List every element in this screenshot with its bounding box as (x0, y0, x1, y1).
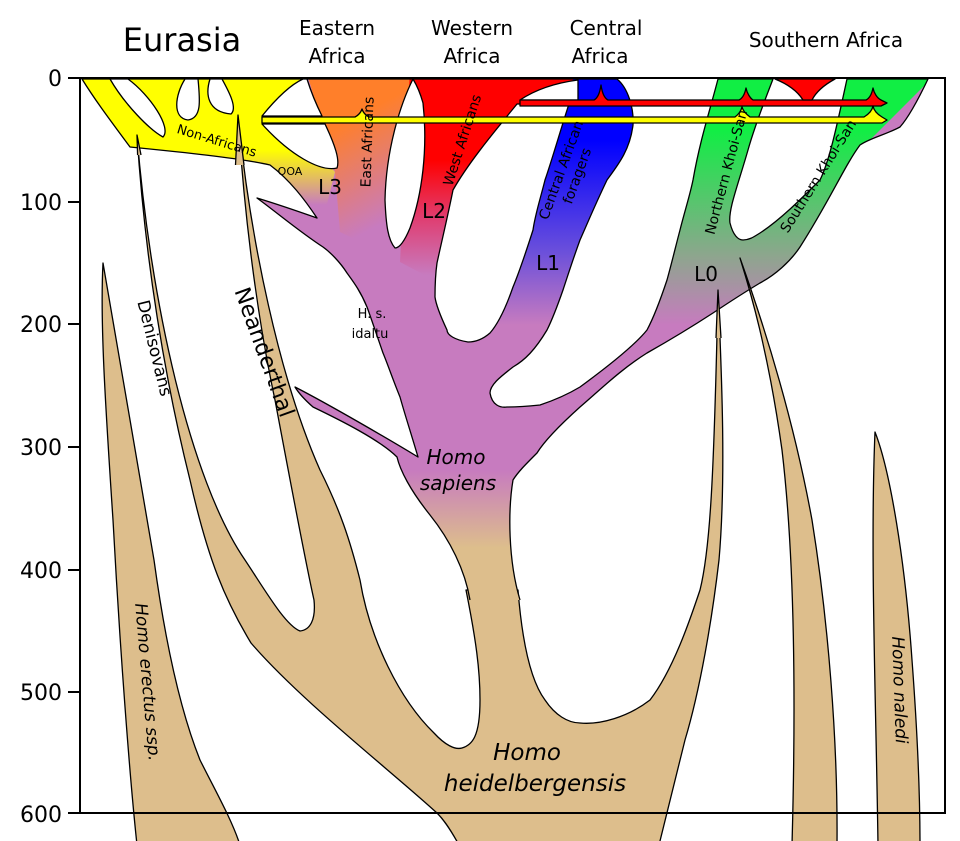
label-idaltu-2: idaltu (352, 327, 389, 342)
homo-naledi-shape (872, 431, 921, 841)
southern-archaic-lineage-shape (739, 257, 838, 841)
label-l1: L1 (536, 251, 560, 275)
tick-label: 300 (20, 436, 62, 461)
label-east-africans: East Africans (358, 96, 377, 187)
y-axis-labels: 0 100 200 300 400 500 600 (20, 67, 62, 828)
header-southern-africa: Southern Africa (749, 28, 903, 52)
homo-erectus-shape (101, 262, 240, 841)
label-l3: L3 (318, 175, 342, 199)
label-homo-sapiens: Homo (427, 445, 486, 469)
label-l2: L2 (422, 199, 446, 223)
label-homo-heidelbergensis: Homo (493, 740, 561, 766)
khoisan-red-admixture (774, 78, 836, 101)
region-headers: Eurasia Eastern Africa Western Africa Ce… (123, 16, 903, 68)
header-western-africa-2: Africa (443, 44, 500, 68)
label-homo-heidelbergensis-2: heidelbergensis (444, 771, 626, 797)
tick-label: 400 (20, 559, 62, 584)
gaps (109, 78, 579, 343)
label-ooa: OOA (278, 165, 303, 178)
label-homo-naledi: Homo naledi (887, 636, 911, 744)
header-western-africa: Western (431, 16, 513, 40)
label-denisovans: Denisovans (132, 298, 175, 398)
tick-label: 200 (20, 313, 62, 338)
frame (68, 77, 946, 814)
archaic-spike-tip (715, 289, 722, 339)
header-eastern-africa: Eastern (299, 16, 375, 40)
khoisan-region (640, 79, 928, 340)
header-eurasia: Eurasia (123, 21, 241, 59)
tick-label: 0 (48, 67, 62, 92)
label-l0: L0 (694, 262, 718, 286)
non-african-gene-flow-line (261, 105, 888, 124)
denisovan-tip (136, 134, 142, 156)
header-eastern-africa-2: Africa (308, 44, 365, 68)
tick-label: 600 (20, 803, 62, 828)
neanderthal-tip (234, 114, 245, 166)
tick-label: 100 (20, 191, 62, 216)
header-central-africa-2: Africa (571, 44, 628, 68)
west-african-gene-flow-line (519, 84, 888, 107)
label-southern-khoisan: Southern Khoi-San (778, 117, 860, 236)
label-homo-sapiens-2: sapiens (420, 471, 496, 495)
archaic-lineages-shape (136, 114, 724, 841)
tick-label: 500 (20, 681, 62, 706)
header-central-africa: Central (570, 16, 643, 40)
label-idaltu: H. s. (358, 307, 387, 322)
